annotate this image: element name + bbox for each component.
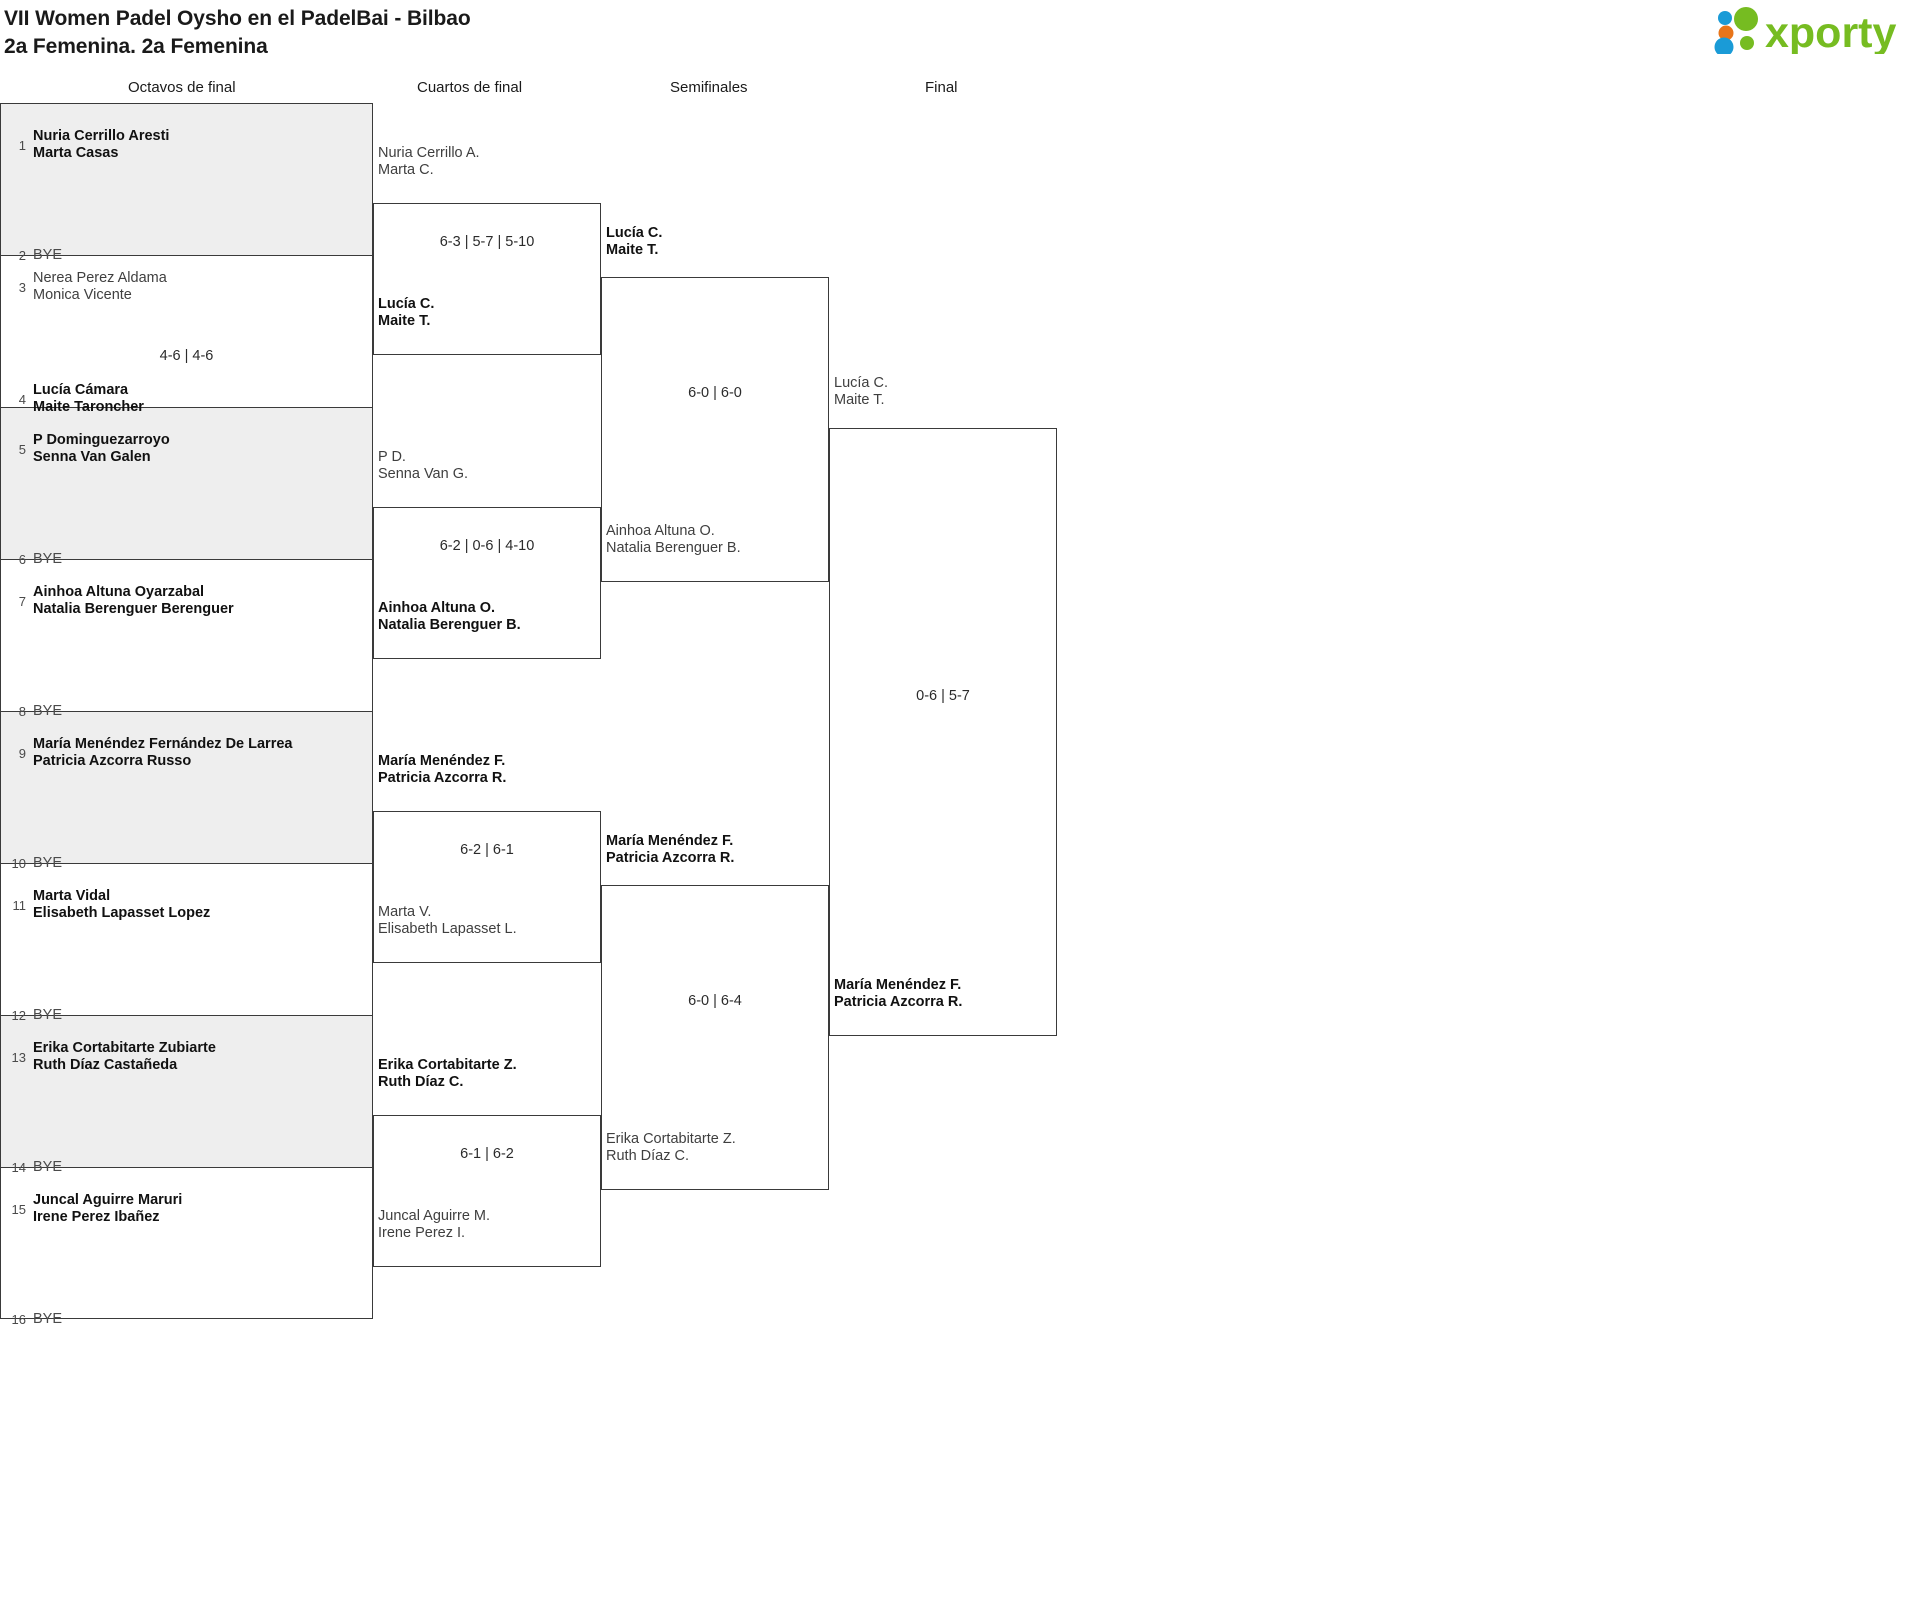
seed-number: 7: [18, 593, 26, 609]
match-box-final[interactable]: [829, 428, 1057, 1036]
bracket-block-2: [0, 255, 373, 407]
seed-row-2[interactable]: 2 BYE: [0, 235, 373, 275]
seed-team: BYE: [33, 247, 63, 263]
qf4-score: 6-1 | 6-2: [460, 1146, 514, 1162]
seed-number: 1: [18, 137, 26, 153]
seed-number: 3: [18, 279, 26, 295]
final-score: 0-6 | 5-7: [916, 688, 970, 704]
sf1-team-bottom: Ainhoa Altuna O. Natalia Berenguer B.: [606, 523, 741, 556]
seed-number: 2: [18, 247, 26, 263]
seed-row-6[interactable]: 6 BYE: [0, 539, 373, 579]
seed-row-12[interactable]: 12 BYE: [0, 995, 373, 1035]
bracket-block-4: [0, 559, 373, 711]
sf2-score: 6-0 | 6-4: [688, 993, 742, 1009]
round-header-semifinales: Semifinales: [670, 79, 748, 96]
seed-number: 15: [11, 1201, 26, 1217]
seed-number: 12: [11, 1007, 26, 1023]
seed-row-3[interactable]: 3 Nerea Perez Aldama Monica Vicente: [0, 267, 373, 307]
xporty-logo[interactable]: xporty: [1710, 6, 1905, 54]
round-header-cuartos: Cuartos de final: [417, 79, 523, 96]
seed-row-15[interactable]: 15 Juncal Aguirre Maruri Irene Perez Iba…: [0, 1189, 373, 1229]
seed-number: 6: [18, 551, 26, 567]
seed-team: Ainhoa Altuna Oyarzabal Natalia Berengue…: [33, 584, 234, 617]
match-box-sf2[interactable]: [601, 885, 829, 1190]
seed-team: Nerea Perez Aldama Monica Vicente: [33, 270, 167, 303]
seed-team: BYE: [33, 551, 63, 567]
seed-team: BYE: [33, 1311, 63, 1327]
match-box-qf4[interactable]: [373, 1115, 601, 1267]
bracket-block-8: [0, 1167, 373, 1319]
seed-row-8[interactable]: 8 BYE: [0, 691, 373, 731]
seed-row-16[interactable]: 16 BYE: [0, 1299, 373, 1339]
round1-match2-score: 4-6 | 4-6: [159, 348, 214, 364]
qf4-team-top: Erika Cortabitarte Z. Ruth Díaz C.: [378, 1057, 517, 1090]
qf1-score: 6-3 | 5-7 | 5-10: [439, 234, 535, 250]
seed-row-1[interactable]: 1 Nuria Cerrillo Aresti Marta Casas: [0, 125, 373, 165]
seed-team: BYE: [33, 1159, 63, 1175]
match-box-qf2[interactable]: [373, 507, 601, 659]
seed-team: Lucía Cámara Maite Taroncher: [33, 382, 144, 415]
sf1-score: 6-0 | 6-0: [688, 385, 742, 401]
seed-team: BYE: [33, 703, 63, 719]
page-title: VII Women Padel Oysho en el PadelBai - B…: [4, 5, 471, 61]
seed-row-11[interactable]: 11 Marta Vidal Elisabeth Lapasset Lopez: [0, 885, 373, 925]
seed-number: 5: [18, 441, 26, 457]
final-team-bottom: María Menéndez F. Patricia Azcorra R.: [834, 977, 963, 1010]
final-team-top: Lucía C. Maite T.: [834, 375, 888, 408]
xporty-logo-icon: xporty: [1714, 7, 1897, 54]
seed-number: 16: [11, 1311, 26, 1327]
seed-team: Nuria Cerrillo Aresti Marta Casas: [33, 128, 170, 161]
seed-number: 4: [18, 391, 26, 407]
bracket-block-6: [0, 863, 373, 1015]
bracket-block-1: [0, 103, 373, 255]
page-header: VII Women Padel Oysho en el PadelBai - B…: [0, 0, 1920, 70]
seed-team: Erika Cortabitarte Zubiarte Ruth Díaz Ca…: [33, 1040, 216, 1073]
match-box-qf3[interactable]: [373, 811, 601, 963]
match-box-qf1[interactable]: [373, 203, 601, 355]
tournament-name: VII Women Padel Oysho en el PadelBai - B…: [4, 7, 471, 30]
qf3-team-bottom: Marta V. Elisabeth Lapasset L.: [378, 904, 517, 937]
qf1-team-bottom: Lucía C. Maite T.: [378, 296, 435, 329]
seed-team: P Dominguezarroyo Senna Van Galen: [33, 432, 170, 465]
seed-number: 9: [18, 745, 26, 761]
qf2-team-top: P D. Senna Van G.: [378, 449, 469, 482]
seed-row-4[interactable]: 4 Lucía Cámara Maite Taroncher: [0, 379, 373, 419]
svg-text:xporty: xporty: [1765, 9, 1897, 54]
bracket-block-5: [0, 711, 373, 863]
seed-row-5[interactable]: 5 P Dominguezarroyo Senna Van Galen: [0, 429, 373, 469]
seed-row-7[interactable]: 7 Ainhoa Altuna Oyarzabal Natalia Bereng…: [0, 581, 373, 621]
seed-row-9[interactable]: 9 María Menéndez Fernández De Larrea Pat…: [0, 733, 373, 773]
tournament-category: 2a Femenina. 2a Femenina: [4, 34, 268, 58]
round-header-octavos: Octavos de final: [128, 79, 236, 96]
qf4-team-bottom: Juncal Aguirre M. Irene Perez I.: [378, 1208, 491, 1241]
seed-team: BYE: [33, 855, 63, 871]
seed-row-13[interactable]: 13 Erika Cortabitarte Zubiarte Ruth Díaz…: [0, 1037, 373, 1077]
seed-team: BYE: [33, 1007, 63, 1023]
qf1-team-top: Nuria Cerrillo A. Marta C.: [378, 145, 480, 178]
sf2-team-top: María Menéndez F. Patricia Azcorra R.: [606, 833, 735, 866]
qf2-team-bottom: Ainhoa Altuna O. Natalia Berenguer B.: [378, 600, 521, 633]
bracket-block-7: [0, 1015, 373, 1167]
sf2-team-bottom: Erika Cortabitarte Z. Ruth Díaz C.: [606, 1131, 736, 1164]
round-header-final: Final: [925, 79, 958, 96]
sf1-team-top: Lucía C. Maite T.: [606, 225, 663, 258]
seed-number: 8: [18, 703, 26, 719]
seed-row-10[interactable]: 10 BYE: [0, 843, 373, 883]
seed-team: Juncal Aguirre Maruri Irene Perez Ibañez: [33, 1192, 183, 1225]
qf3-score: 6-2 | 6-1: [460, 842, 514, 858]
seed-team: María Menéndez Fernández De Larrea Patri…: [33, 736, 293, 769]
bracket-block-3: [0, 407, 373, 559]
qf2-score: 6-2 | 0-6 | 4-10: [439, 538, 535, 554]
seed-team: Marta Vidal Elisabeth Lapasset Lopez: [33, 888, 211, 921]
seed-number: 14: [11, 1159, 26, 1175]
seed-number: 13: [11, 1049, 26, 1065]
seed-number: 11: [12, 897, 27, 913]
qf3-team-top: María Menéndez F. Patricia Azcorra R.: [378, 753, 507, 786]
seed-row-14[interactable]: 14 BYE: [0, 1147, 373, 1187]
seed-number: 10: [11, 855, 26, 871]
match-box-sf1[interactable]: [601, 277, 829, 582]
